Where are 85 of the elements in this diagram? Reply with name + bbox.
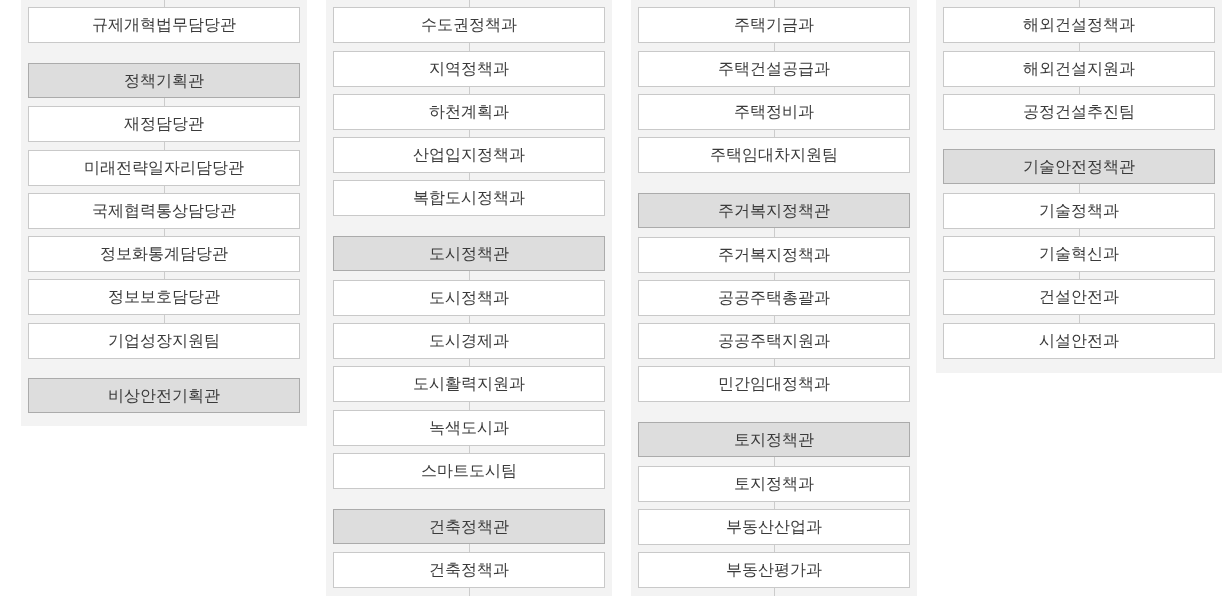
unit-box: 주택정비과 xyxy=(638,94,910,130)
unit-box: 건축정책과 xyxy=(333,552,605,588)
connector-line xyxy=(774,456,775,467)
connector-line xyxy=(469,587,470,596)
header-box: 주거복지정책관 xyxy=(638,193,910,228)
unit-box: 수도권정책과 xyxy=(333,7,605,43)
unit-box: 주택건설공급과 xyxy=(638,51,910,87)
connector-line xyxy=(164,141,165,151)
unit-box: 기술정책과 xyxy=(943,193,1215,229)
connector-line xyxy=(774,587,775,596)
connector-line xyxy=(774,86,775,95)
unit-box: 도시정책과 xyxy=(333,280,605,316)
connector-line xyxy=(164,314,165,324)
unit-box: 부동산평가과 xyxy=(638,552,910,588)
connector-line xyxy=(164,185,165,194)
connector-line xyxy=(774,42,775,52)
connector-line xyxy=(164,271,165,280)
connector-line xyxy=(469,172,470,181)
unit-box: 토지정책과 xyxy=(638,466,910,502)
unit-box: 국제협력통상담당관 xyxy=(28,193,300,229)
connector-line xyxy=(469,315,470,324)
connector-line xyxy=(469,543,470,553)
connector-line xyxy=(469,270,470,281)
connector-line xyxy=(164,0,165,8)
unit-box: 민간임대정책과 xyxy=(638,366,910,402)
connector-line xyxy=(774,0,775,8)
unit-box: 부동산산업과 xyxy=(638,509,910,545)
connector-line xyxy=(164,228,165,237)
unit-box: 재정담당관 xyxy=(28,106,300,142)
connector-line xyxy=(1079,314,1080,324)
connector-line xyxy=(774,358,775,367)
unit-box: 기업성장지원팀 xyxy=(28,323,300,359)
unit-box: 해외건설지원과 xyxy=(943,51,1215,87)
connector-line xyxy=(1079,86,1080,95)
unit-box: 미래전략일자리담당관 xyxy=(28,150,300,186)
header-box: 도시정책관 xyxy=(333,236,605,271)
unit-box: 도시경제과 xyxy=(333,323,605,359)
connector-line xyxy=(469,0,470,8)
connector-line xyxy=(774,315,775,324)
header-box: 기술안전정책관 xyxy=(943,149,1215,184)
unit-box: 공정건설추진팀 xyxy=(943,94,1215,130)
connector-line xyxy=(1079,42,1080,52)
column-panel xyxy=(21,0,307,426)
column-panel xyxy=(631,0,917,596)
unit-box: 공공주택총괄과 xyxy=(638,280,910,316)
column-panel xyxy=(936,0,1222,373)
unit-box: 복합도시정책과 xyxy=(333,180,605,216)
unit-box: 정보화통계담당관 xyxy=(28,236,300,272)
connector-line xyxy=(469,129,470,138)
connector-line xyxy=(774,501,775,510)
unit-box: 규제개혁법무담당관 xyxy=(28,7,300,43)
unit-box: 산업입지정책과 xyxy=(333,137,605,173)
unit-box: 주택기금과 xyxy=(638,7,910,43)
header-box: 토지정책관 xyxy=(638,422,910,457)
unit-box: 해외건설정책과 xyxy=(943,7,1215,43)
connector-line xyxy=(469,445,470,454)
unit-box: 도시활력지원과 xyxy=(333,366,605,402)
connector-line xyxy=(1079,183,1080,194)
header-box: 정책기획관 xyxy=(28,63,300,98)
unit-box: 정보보호담당관 xyxy=(28,279,300,315)
unit-box: 지역정책과 xyxy=(333,51,605,87)
unit-box: 공공주택지원과 xyxy=(638,323,910,359)
unit-box: 주거복지정책과 xyxy=(638,237,910,273)
connector-line xyxy=(1079,228,1080,237)
connector-line xyxy=(469,401,470,411)
connector-line xyxy=(469,86,470,95)
connector-line xyxy=(774,227,775,238)
header-box: 건축정책관 xyxy=(333,509,605,544)
column-panel xyxy=(326,0,612,596)
header-box: 비상안전기획관 xyxy=(28,378,300,413)
unit-box: 하천계획과 xyxy=(333,94,605,130)
connector-line xyxy=(164,97,165,107)
unit-box: 스마트도시팀 xyxy=(333,453,605,489)
connector-line xyxy=(469,42,470,52)
unit-box: 주택임대차지원팀 xyxy=(638,137,910,173)
unit-box: 녹색도시과 xyxy=(333,410,605,446)
connector-line xyxy=(1079,0,1080,8)
connector-line xyxy=(774,129,775,138)
connector-line xyxy=(1079,271,1080,280)
connector-line xyxy=(774,272,775,281)
connector-line xyxy=(774,544,775,553)
unit-box: 건설안전과 xyxy=(943,279,1215,315)
unit-box: 시설안전과 xyxy=(943,323,1215,359)
unit-box: 기술혁신과 xyxy=(943,236,1215,272)
connector-line xyxy=(469,358,470,367)
